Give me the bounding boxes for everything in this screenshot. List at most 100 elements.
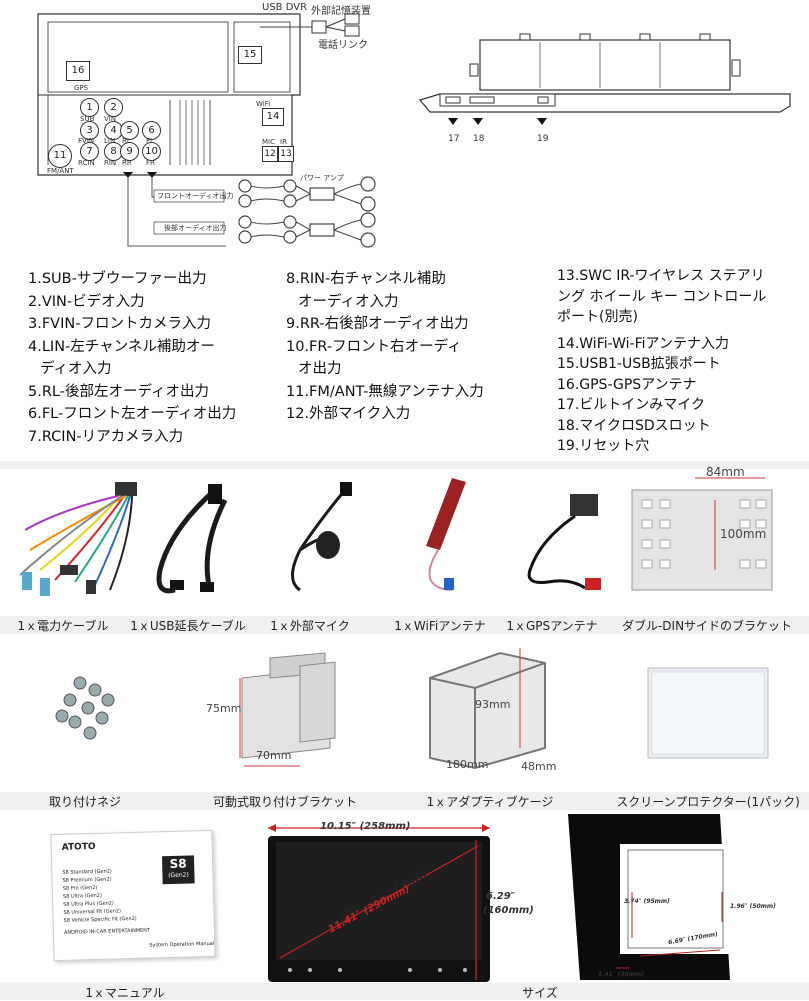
height-dim: 6.29″ (486, 891, 516, 902)
manual-model: S8 (169, 856, 187, 872)
port-5: 5 (120, 121, 139, 140)
caption-movable-bracket: 可動式取り付けブラケット (212, 795, 357, 809)
manual-item-list: S8 Standard (Gen2) S8 Premium (Gen2) S8 … (62, 867, 137, 925)
wifi-antenna-drawing (426, 478, 466, 591)
fr-label: FR (146, 159, 155, 167)
fmant-label: FM/ANT (47, 167, 74, 175)
height-dim-mm: (160mm) (483, 905, 534, 916)
legend-item-5: 5.RL-後部左オーディオ出力 (28, 383, 209, 400)
cage-drawing (429, 648, 546, 770)
rear-panel-drawing (37, 13, 791, 248)
side-number-17: 17 (448, 134, 460, 144)
caption-manual: 1ｘマニュアル (85, 986, 165, 1000)
port-8: 8 (104, 142, 123, 161)
caption-band-3 (0, 983, 809, 1000)
caption-side-bracket: ダブル-DINサイドのブラケット (621, 619, 793, 633)
caption-screen-protector: スクリーンプロテクター(1パック) (616, 795, 800, 809)
caption-band-1 (0, 616, 809, 634)
legend-item-13: 13.SWC IR-ワイヤレス ステアリ (557, 268, 765, 284)
side-dim-b: 1.96″ (50mm) (730, 903, 776, 910)
wiring-diagram: USB DVR 外部記憶装置 電話リンク WiFi GPS 16 15 14 1… (0, 0, 809, 262)
legend-item-8: 8.RIN-右チャンネル補助 (286, 271, 446, 287)
rin-label: RIN (104, 159, 117, 167)
manual-model-badge: S8 (Gen2) (161, 855, 195, 885)
port-14: 14 (262, 108, 284, 126)
legend-item-1: 1.SUB-サブウーファー出力 (28, 271, 207, 287)
caption-cage: 1ｘアダプティブケージ (426, 795, 554, 809)
caption-power-cable: 1ｘ電力ケーブル (17, 619, 109, 633)
usb-dvr-label: USB DVR (262, 2, 308, 13)
caption-wifi-antenna: 1ｘWiFiアンテナ (394, 619, 486, 633)
usb-cable-drawing (156, 484, 228, 594)
legend-item-19: 19.リセット穴 (557, 438, 650, 454)
width-dim: 10.15″ (258mm) (320, 821, 411, 832)
manual-subtitle: ANDROID IN-CAR ENTERTAINMENT (63, 927, 151, 936)
caption-microphone: 1ｘ外部マイク (270, 619, 350, 633)
legend-item-10: 10.FR-フロント右オーディ (286, 338, 462, 355)
legend-item-6: 6.FL-フロント左オーディオ出力 (28, 406, 237, 422)
legend-item-4: 4.LIN-左チャンネル補助オー (28, 338, 215, 355)
cage-depth-dim: 48mm (521, 760, 557, 773)
mic-label: MIC (262, 138, 275, 146)
port-7: 7 (80, 142, 99, 161)
legend-item-9: 9.RR-右後部オーディオ出力 (286, 316, 469, 332)
caption-size: サイズ (522, 986, 558, 1000)
power-cable-drawing (19, 482, 137, 596)
port-10: 10 (142, 142, 161, 161)
legend-item-13-cont2: ポート(別売) (557, 309, 638, 325)
fvin-label: FVIN (78, 137, 95, 145)
caption-gps-antenna: 1ｘGPSアンテナ (506, 619, 598, 633)
port-4: 4 (104, 121, 123, 140)
port-2: 2 (104, 98, 123, 117)
port-11: 11 (48, 144, 72, 168)
legend-column-1: 1.SUB-サブウーファー出力 2.VIN-ビデオ入力 3.FVIN-フロントカ… (28, 268, 236, 448)
side-number-18: 18 (473, 134, 485, 144)
caption-band-2 (0, 792, 809, 810)
manual-gen: (Gen2) (168, 871, 189, 880)
legend-item-3: 3.FVIN-フロントカメラ入力 (28, 316, 211, 332)
manual-booklet: ATOTO S8 (Gen2) S8 Standard (Gen2) S8 Pr… (50, 829, 216, 962)
legend-item-4-cont: ディオ入力 (40, 361, 112, 377)
gps-label: GPS (74, 84, 89, 92)
side-number-19: 19 (537, 134, 549, 144)
sub-label: SUB (80, 115, 95, 123)
legend-item-7: 7.RCIN-リアカメラ入力 (28, 428, 184, 445)
legend-item-16: 16.GPS-GPSアンテナ (557, 376, 697, 393)
manual-footer: System Operation Manual (149, 940, 215, 949)
legend-item-11: 11.FM/ANT-無線アンテナ入力 (286, 383, 484, 400)
port-15: 15 (238, 46, 262, 64)
mount-width-dim: 70mm (256, 749, 292, 762)
bracket-height-dim: 100mm (720, 527, 767, 541)
front-audio-out-label: フロントオーディオ出力 (157, 192, 234, 200)
rcin-label: RCIN (78, 159, 95, 167)
side-dim-a: 3.74″ (95mm) (624, 898, 670, 905)
rl-label: RL (122, 137, 131, 145)
storage-label: 外部記憶装置 (311, 6, 371, 17)
size-drawings (268, 814, 730, 982)
port-9: 9 (120, 142, 139, 161)
cage-width-dim: 180mm (446, 758, 489, 771)
vin-label: VIN (104, 115, 117, 123)
accessory-row-1-drawings (19, 477, 773, 596)
legend-item-10-cont: オ出力 (298, 361, 342, 377)
gps-antenna-drawing (527, 494, 601, 590)
legend-item-17: 17.ビルトインみマイク (557, 397, 705, 413)
wifi-label: WiFi (256, 100, 271, 108)
fl-label: FL (146, 137, 154, 145)
screen-protector-drawing (647, 667, 769, 759)
port-13: 13 (278, 146, 294, 162)
caption-usb-cable: 1ｘUSB延長ケーブル (130, 619, 246, 633)
legend-column-3: 13.SWC IR-ワイヤレス ステアリ ング ホイール キー コントロール ポ… (557, 266, 766, 457)
phone-link-label: 電話リンク (318, 40, 368, 51)
cage-height-dim: 93mm (475, 698, 511, 711)
accessory-row-2-drawings (55, 648, 769, 770)
screws-drawing (55, 676, 115, 740)
rear-audio-out-label: 後部オーディオ出力 (164, 224, 227, 232)
manual-brand: ATOTO (61, 841, 96, 853)
legend-item-2: 2.VIN-ビデオ入力 (28, 293, 145, 310)
movable-bracket-drawing (239, 652, 336, 767)
microphone-drawing (291, 482, 352, 592)
port-6: 6 (142, 121, 161, 140)
manual-item: S8 Vehicle Specific Fit (Gen2) (63, 915, 137, 924)
lin-label: LIN (104, 137, 116, 145)
